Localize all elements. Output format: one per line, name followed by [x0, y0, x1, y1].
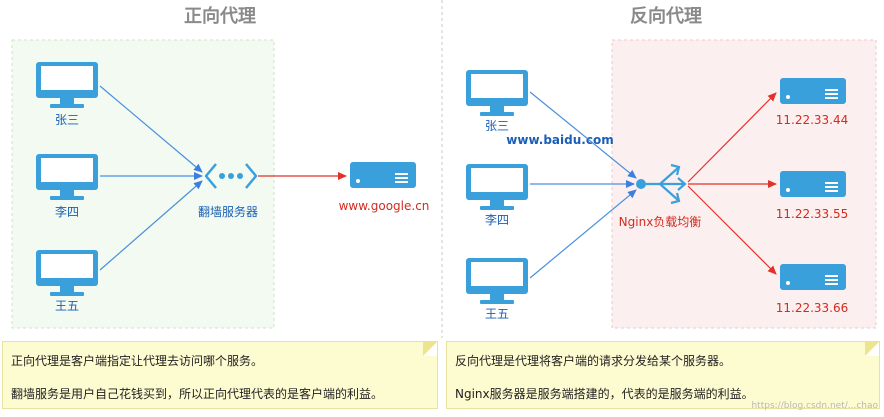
server-ip-label: 11.22.33.66: [776, 301, 849, 315]
client-label: 张三: [485, 119, 509, 133]
note-fold-corner: [865, 342, 879, 356]
dispatch-arrow: [687, 185, 777, 275]
server-ip-label: 11.22.33.55: [776, 207, 849, 221]
load-balancer-label: Nginx负载均衡: [619, 215, 702, 229]
proxy-label: 翻墙服务器: [198, 204, 258, 219]
forward-note: 正向代理是客户端指定让代理去访问哪个服务。 翻墙服务是用户自己花钱买到，所以正向…: [2, 341, 438, 409]
client-label: 李四: [485, 212, 509, 227]
watermark: https://blog.csdn.net/...chao: [751, 401, 878, 411]
server-icon: [780, 171, 846, 197]
note-line: 翻墙服务是用户自己花钱买到，所以正向代理代表的是客户端的利益。: [11, 387, 384, 401]
server-icon: [350, 162, 416, 188]
client-request-arrow: [99, 180, 203, 271]
client-label: 王五: [485, 307, 509, 321]
reverse-note: 反向代理是代理将客户端的请求分发给某个服务器。 Nginx服务器是服务端搭建的，…: [446, 341, 880, 409]
client-request-arrow: [529, 189, 637, 279]
client-label: 王五: [55, 299, 79, 313]
note-line: 正向代理是客户端指定让代理去访问哪个服务。: [11, 354, 264, 368]
reverse-title: 反向代理: [630, 5, 702, 27]
server-icon: [780, 264, 846, 290]
client-monitor-icon: [466, 164, 528, 210]
load-balancer-icon: [636, 163, 687, 205]
client-label: 张三: [55, 113, 79, 127]
client-label: 李四: [55, 204, 79, 219]
server-label: www.google.cn: [339, 199, 430, 213]
client-monitor-icon: [466, 258, 528, 304]
client-request-arrow: [529, 91, 637, 179]
note-line: 反向代理是代理将客户端的请求分发给某个服务器。: [455, 354, 732, 368]
domain-label: www.baidu.com: [506, 133, 613, 147]
forward-title: 正向代理: [184, 5, 256, 27]
note-fold-corner: [423, 342, 437, 356]
server-icon: [780, 78, 846, 104]
client-monitor-icon: [466, 70, 528, 116]
client-request-arrow: [99, 85, 203, 173]
proxy-icon: [204, 163, 258, 189]
server-ip-label: 11.22.33.44: [776, 113, 849, 127]
dispatch-arrow: [687, 92, 777, 183]
note-line: Nginx服务器是服务端搭建的，代表的是服务端的利益。: [455, 387, 754, 401]
